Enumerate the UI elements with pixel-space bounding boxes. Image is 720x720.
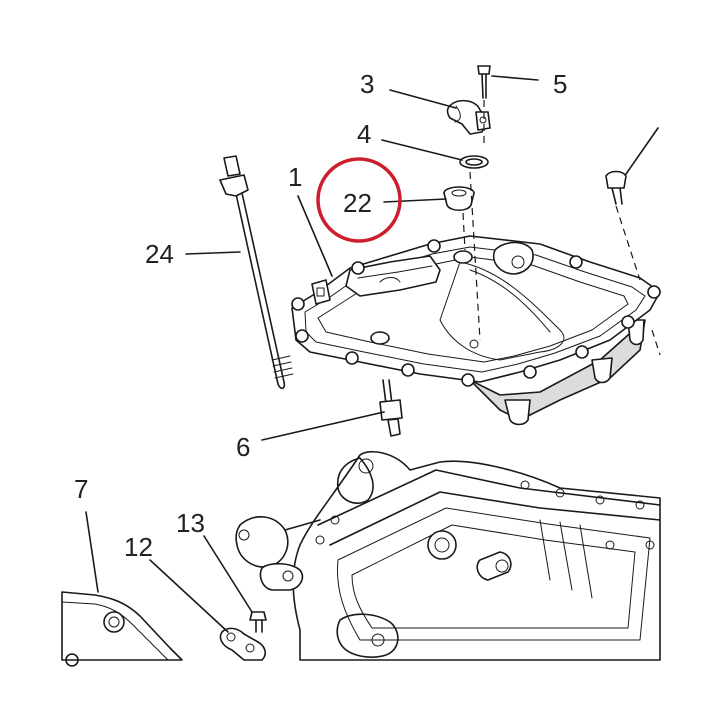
callout-22: 22 <box>343 188 372 218</box>
part-13-bolt <box>249 611 267 633</box>
callout-1: 1 <box>288 162 302 192</box>
part-22-grommet <box>443 186 475 212</box>
part-5-screw <box>477 65 491 99</box>
callout-labels: 1 3 4 5 6 7 12 13 22 24 <box>74 69 567 562</box>
callout-6: 6 <box>236 432 250 462</box>
callout-13: 13 <box>176 508 205 538</box>
part-7-cover <box>61 591 183 667</box>
callout-12: 12 <box>124 532 153 562</box>
part-4-seal <box>459 155 489 169</box>
leader-lines <box>85 75 539 633</box>
callout-3: 3 <box>360 69 374 99</box>
callout-24: 24 <box>145 239 174 269</box>
part-1-oil-pan <box>291 235 661 426</box>
part-6-sensor <box>379 379 403 437</box>
callout-4: 4 <box>357 119 371 149</box>
frame-assembly <box>235 451 661 661</box>
highlight-ring <box>316 157 402 243</box>
callout-5: 5 <box>553 69 567 99</box>
part-12-clamp <box>219 627 267 661</box>
assembly-lines <box>462 100 661 356</box>
callout-7: 7 <box>74 474 88 504</box>
part-24-rod <box>219 155 294 390</box>
right-bolt <box>605 127 659 205</box>
